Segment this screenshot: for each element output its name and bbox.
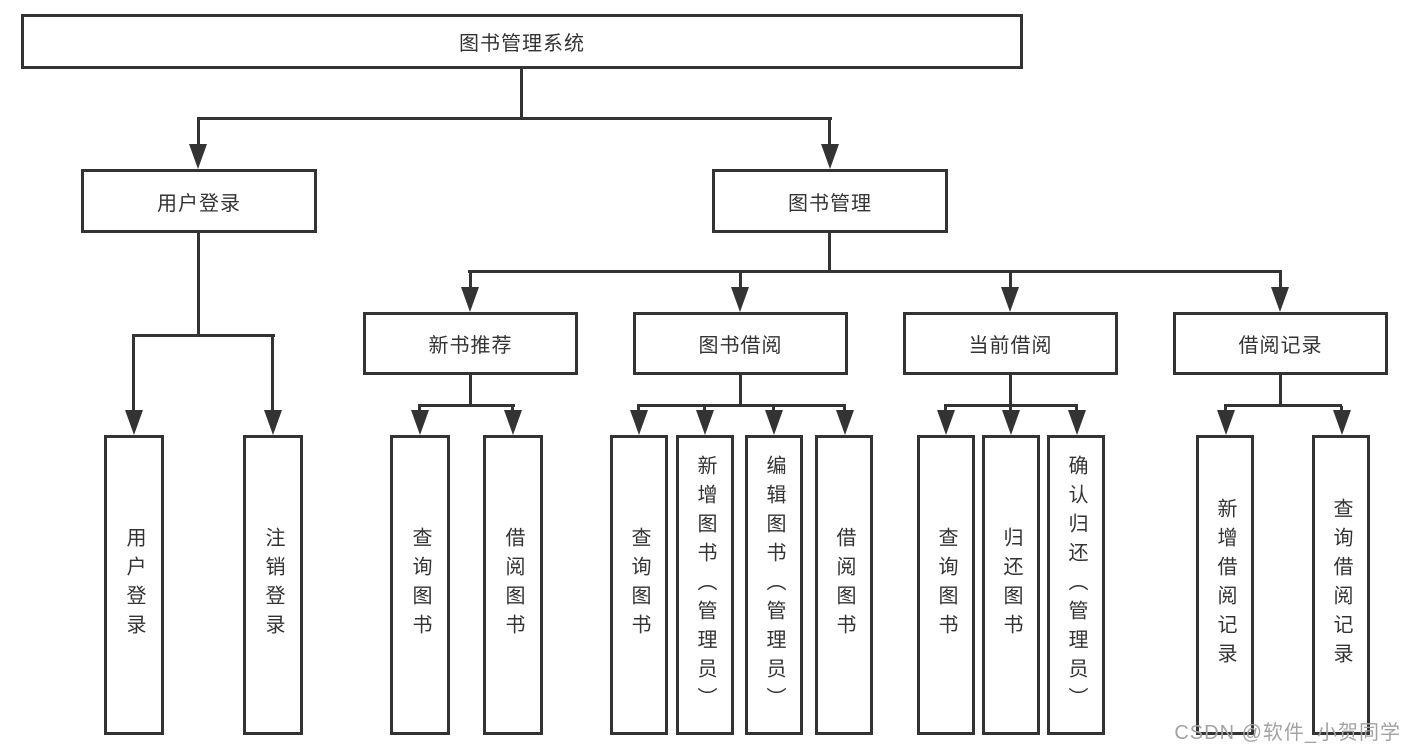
connector-stem: [271, 336, 274, 412]
leaf-current-query-books: 查询图书: [917, 435, 975, 735]
connector-root-horizontal: [197, 117, 832, 120]
connector-stem: [739, 272, 742, 290]
csdn-watermark: CSDN @软件_小贺同学: [1174, 722, 1401, 744]
arrowhead-down-icon: [125, 410, 143, 435]
leaf-borrow-query-books: 查询图书: [610, 435, 668, 735]
connector-stem: [132, 336, 135, 412]
arrowhead-down-icon: [189, 144, 207, 169]
node-current-borrowing: 当前借阅: [903, 312, 1118, 375]
leaf-borrow-add-books-admin: 新增图书（管理员）: [676, 435, 734, 735]
connector-recommend-trunk: [469, 375, 472, 406]
arrowhead-down-icon: [1001, 287, 1019, 312]
leaf-records-query-record: 查询借阅记录: [1312, 435, 1370, 735]
connector-records-trunk: [1279, 375, 1282, 406]
arrowhead-down-icon: [264, 410, 282, 435]
node-root-library-system: 图书管理系统: [21, 14, 1023, 69]
connector-stem: [197, 118, 200, 148]
arrowhead-down-icon: [1271, 287, 1289, 312]
arrowhead-down-icon: [630, 410, 648, 435]
connector-stem: [1009, 272, 1012, 290]
connector-stem: [1279, 272, 1282, 290]
connector-management-horizontal: [468, 270, 1282, 273]
arrowhead-down-icon: [504, 410, 522, 435]
arrowhead-down-icon: [461, 287, 479, 312]
arrowhead-down-icon: [1068, 410, 1086, 435]
arrowhead-down-icon: [1217, 410, 1235, 435]
leaf-recommend-query-books: 查询图书: [390, 435, 450, 735]
leaf-borrow-edit-books-admin: 编辑图书（管理员）: [745, 435, 803, 735]
connector-borrow-horizontal: [637, 404, 846, 407]
arrowhead-down-icon: [411, 410, 429, 435]
leaf-recommend-borrow-books: 借阅图书: [483, 435, 543, 735]
arrowhead-down-icon: [696, 410, 714, 435]
connector-borrow-trunk: [739, 375, 742, 406]
connector-stem: [828, 118, 831, 148]
leaf-current-return-books: 归还图书: [982, 435, 1040, 735]
arrowhead-down-icon: [1333, 410, 1351, 435]
node-book-borrowing: 图书借阅: [633, 312, 848, 375]
connector-login-trunk: [197, 233, 200, 336]
node-borrowing-records: 借阅记录: [1173, 312, 1388, 375]
arrowhead-down-icon: [836, 410, 854, 435]
connector-records-horizontal: [1224, 404, 1342, 407]
connector-current-trunk: [1009, 375, 1012, 406]
node-new-book-recommend: 新书推荐: [363, 312, 578, 375]
connector-recommend-horizontal: [418, 404, 515, 407]
node-user-login-branch: 用户登录: [81, 169, 317, 233]
leaf-records-add-record: 新增借阅记录: [1196, 435, 1254, 735]
arrowhead-down-icon: [937, 410, 955, 435]
connector-management-trunk: [828, 233, 831, 272]
leaf-current-confirm-return-admin: 确认归还（管理员）: [1047, 435, 1105, 735]
leaf-borrow-borrow-books: 借阅图书: [815, 435, 873, 735]
leaf-logout: 注销登录: [243, 435, 303, 735]
node-book-management-branch: 图书管理: [712, 169, 948, 233]
leaf-user-login: 用户登录: [104, 435, 164, 735]
arrowhead-down-icon: [731, 287, 749, 312]
arrowhead-down-icon: [765, 410, 783, 435]
arrowhead-down-icon: [821, 144, 839, 169]
arrowhead-down-icon: [1002, 410, 1020, 435]
connector-stem: [469, 272, 472, 290]
connector-login-horizontal: [132, 334, 275, 337]
connector-current-horizontal: [944, 404, 1078, 407]
connector-root-trunk: [520, 69, 523, 118]
